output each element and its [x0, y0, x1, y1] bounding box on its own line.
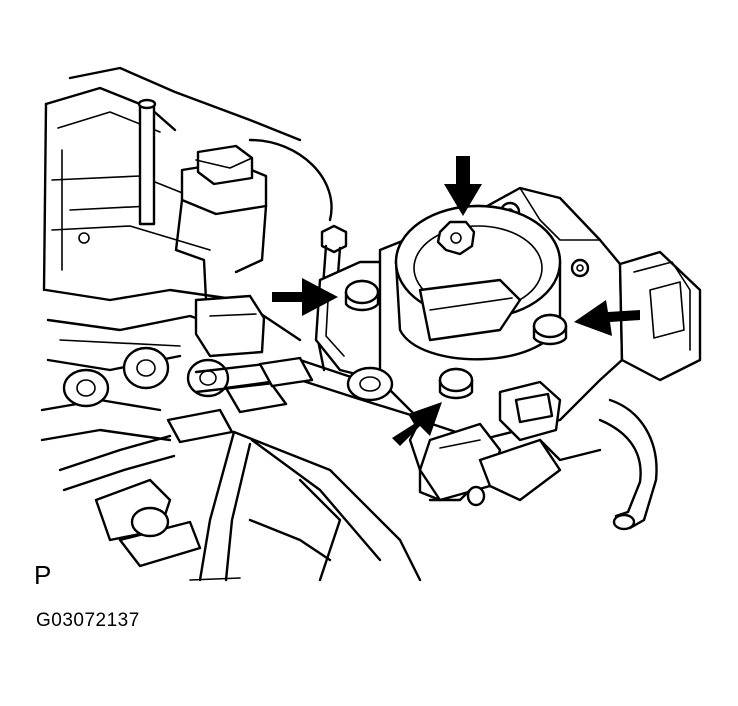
throttle-body: [314, 186, 702, 531]
intake-manifold: [42, 66, 302, 342]
throttle-linkage: [408, 380, 602, 507]
bolt-location-arrow-icon: [392, 402, 442, 446]
bolt-location-arrow-icon: [444, 156, 482, 216]
vacuum-valve: [174, 138, 333, 302]
bolt-location-arrow-icon: [574, 300, 640, 336]
bolt-location-arrow-icon: [272, 278, 338, 316]
figure-code: G03072137: [36, 610, 140, 631]
bolt-location-arrows: [272, 156, 640, 446]
view-letter: P: [34, 560, 52, 590]
lower-frame: [94, 430, 422, 582]
lower-bracket: [40, 294, 288, 442]
